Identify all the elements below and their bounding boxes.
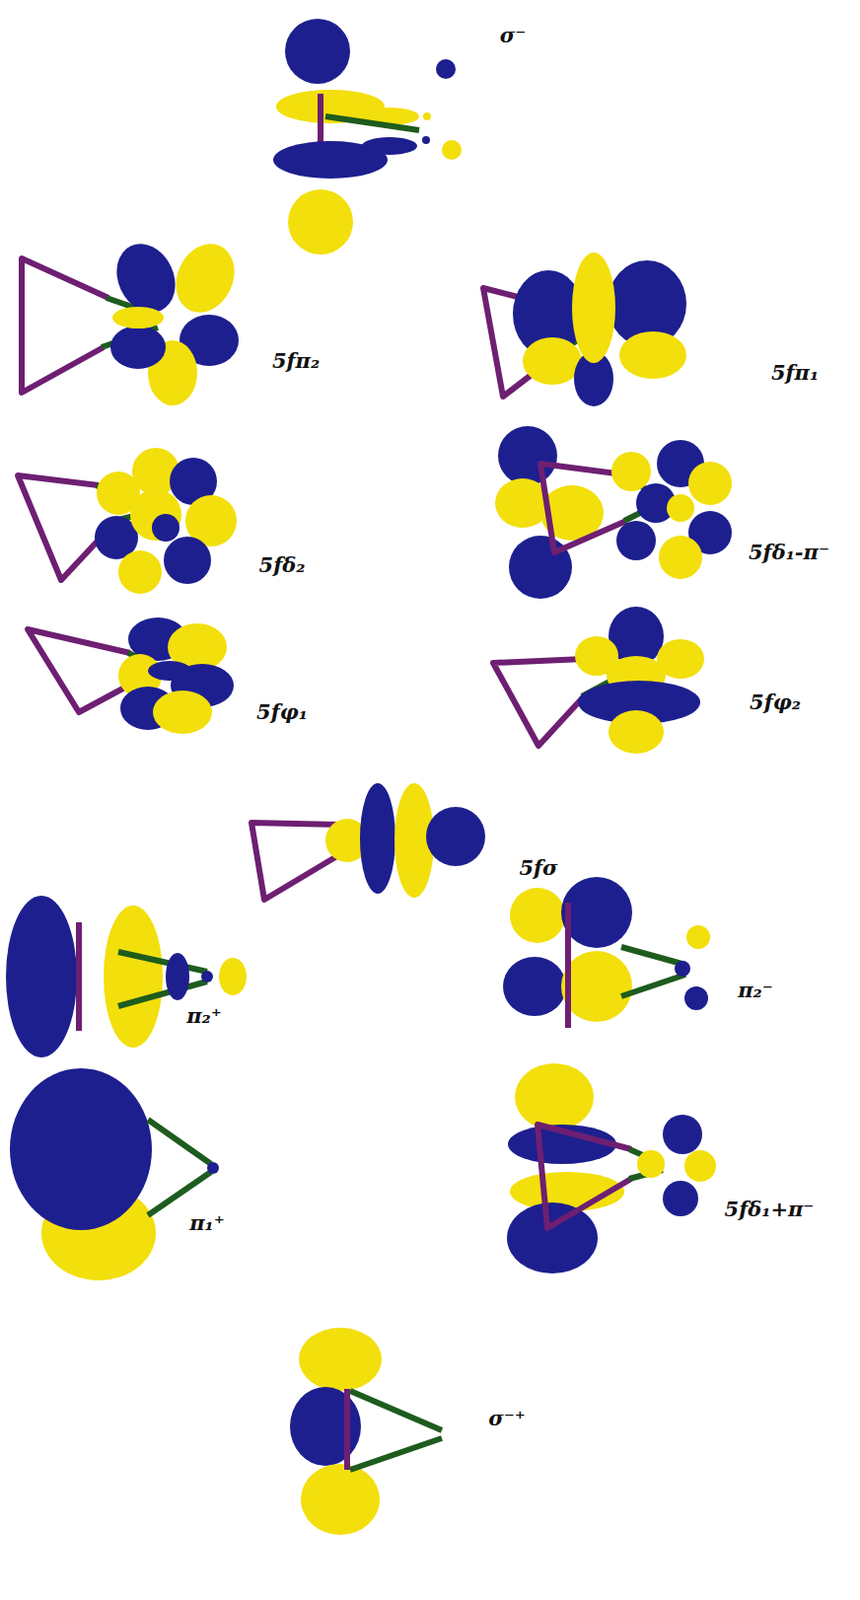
- orbital-label: 5fφ₁: [256, 699, 308, 724]
- orbital-5f-sigma: [251, 783, 486, 900]
- orbital-label: σ⁻: [500, 22, 527, 48]
- orbital-pi2-minus: [502, 876, 711, 1028]
- orbital-label: π₁⁺: [189, 1210, 225, 1235]
- orbital-5f-pi1: [483, 252, 687, 407]
- orbital-label: 5fδ₁+π⁻: [724, 1196, 815, 1221]
- orbital-pi1-plus: [9, 1068, 219, 1281]
- orbital-label: 5fπ₂: [272, 348, 320, 373]
- orbital-5f-delta2: [17, 447, 237, 594]
- orbital-label: 5fσ: [518, 855, 558, 880]
- orbital-pi2-plus: [5, 895, 247, 1058]
- orbital-label: 5fδ₂: [259, 552, 306, 577]
- orbital-label: π₂⁺: [186, 1003, 222, 1028]
- orbital-label: 5fπ₁: [771, 359, 819, 385]
- orbital-label: 5fδ₁-π⁻: [748, 539, 830, 565]
- orbital-5f-delta1-plus-pi: [506, 1063, 717, 1274]
- orbital-sigma-plus: [289, 1327, 442, 1535]
- orbital-label: π₂⁻: [737, 977, 774, 1003]
- orbital-5f-pi2: [21, 234, 246, 406]
- orbital-label: σ⁻⁺: [488, 1405, 526, 1431]
- orbital-5f-phi1: [27, 617, 234, 734]
- orbital-sigma-minus: [273, 18, 462, 255]
- orbital-5f-phi2: [493, 606, 705, 754]
- orbital-5f-delta1-minus-pi: [495, 426, 732, 599]
- orbital-label: 5fφ₂: [749, 689, 801, 715]
